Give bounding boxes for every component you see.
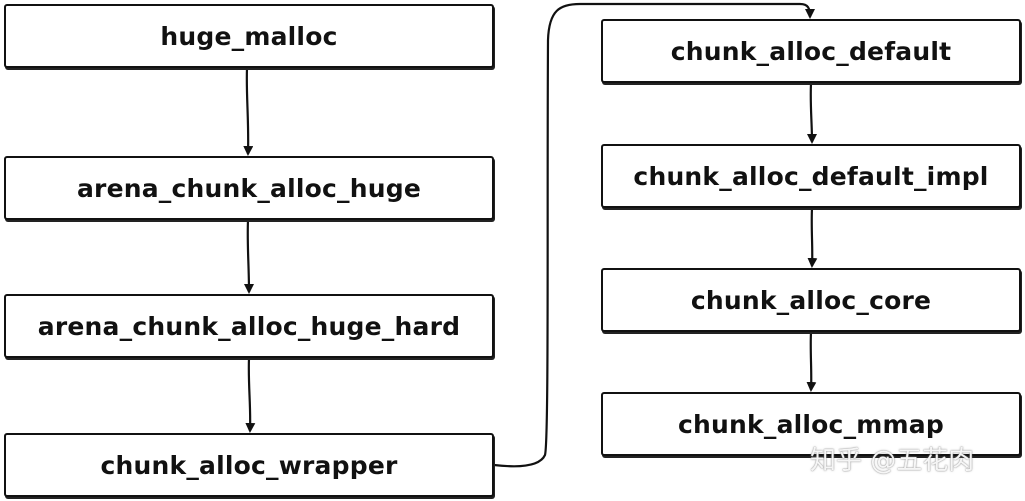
watermark: 知乎 @五花肉 bbox=[810, 446, 975, 476]
node-chunk-alloc-mmap: chunk_alloc_mmap bbox=[601, 392, 1021, 456]
node-huge-malloc: huge_malloc bbox=[4, 4, 494, 68]
node-arena-chunk-alloc-huge: arena_chunk_alloc_huge bbox=[4, 156, 494, 220]
edge-default-impl-to-core bbox=[807, 207, 818, 268]
node-chunk-alloc-core: chunk_alloc_core bbox=[601, 268, 1021, 332]
node-label: chunk_alloc_core bbox=[690, 285, 932, 315]
edge-hard-to-chunk-alloc-wrapper bbox=[245, 357, 256, 433]
node-label: arena_chunk_alloc_huge_hard bbox=[37, 311, 461, 341]
edge-default-to-default-impl bbox=[806, 82, 817, 144]
edge-chunk-alloc-wrapper-to-default bbox=[493, 2, 815, 468]
node-label: chunk_alloc_default_impl bbox=[633, 161, 989, 191]
node-chunk-alloc-wrapper: chunk_alloc_wrapper bbox=[4, 433, 494, 497]
edge-arena-chunk-alloc-huge-to-hard bbox=[243, 219, 254, 294]
node-chunk-alloc-default: chunk_alloc_default bbox=[601, 19, 1021, 83]
node-label: arena_chunk_alloc_huge bbox=[76, 173, 421, 203]
node-label: chunk_alloc_default bbox=[670, 36, 952, 66]
node-label: chunk_alloc_wrapper bbox=[100, 450, 398, 480]
node-label: chunk_alloc_mmap bbox=[678, 409, 944, 439]
edge-core-to-mmap bbox=[806, 331, 817, 392]
node-chunk-alloc-default-impl: chunk_alloc_default_impl bbox=[601, 144, 1021, 208]
node-label: huge_malloc bbox=[160, 21, 338, 51]
node-arena-chunk-alloc-huge-hard: arena_chunk_alloc_huge_hard bbox=[4, 294, 494, 358]
edge-huge-malloc-to-arena-chunk-alloc-huge bbox=[243, 67, 254, 156]
